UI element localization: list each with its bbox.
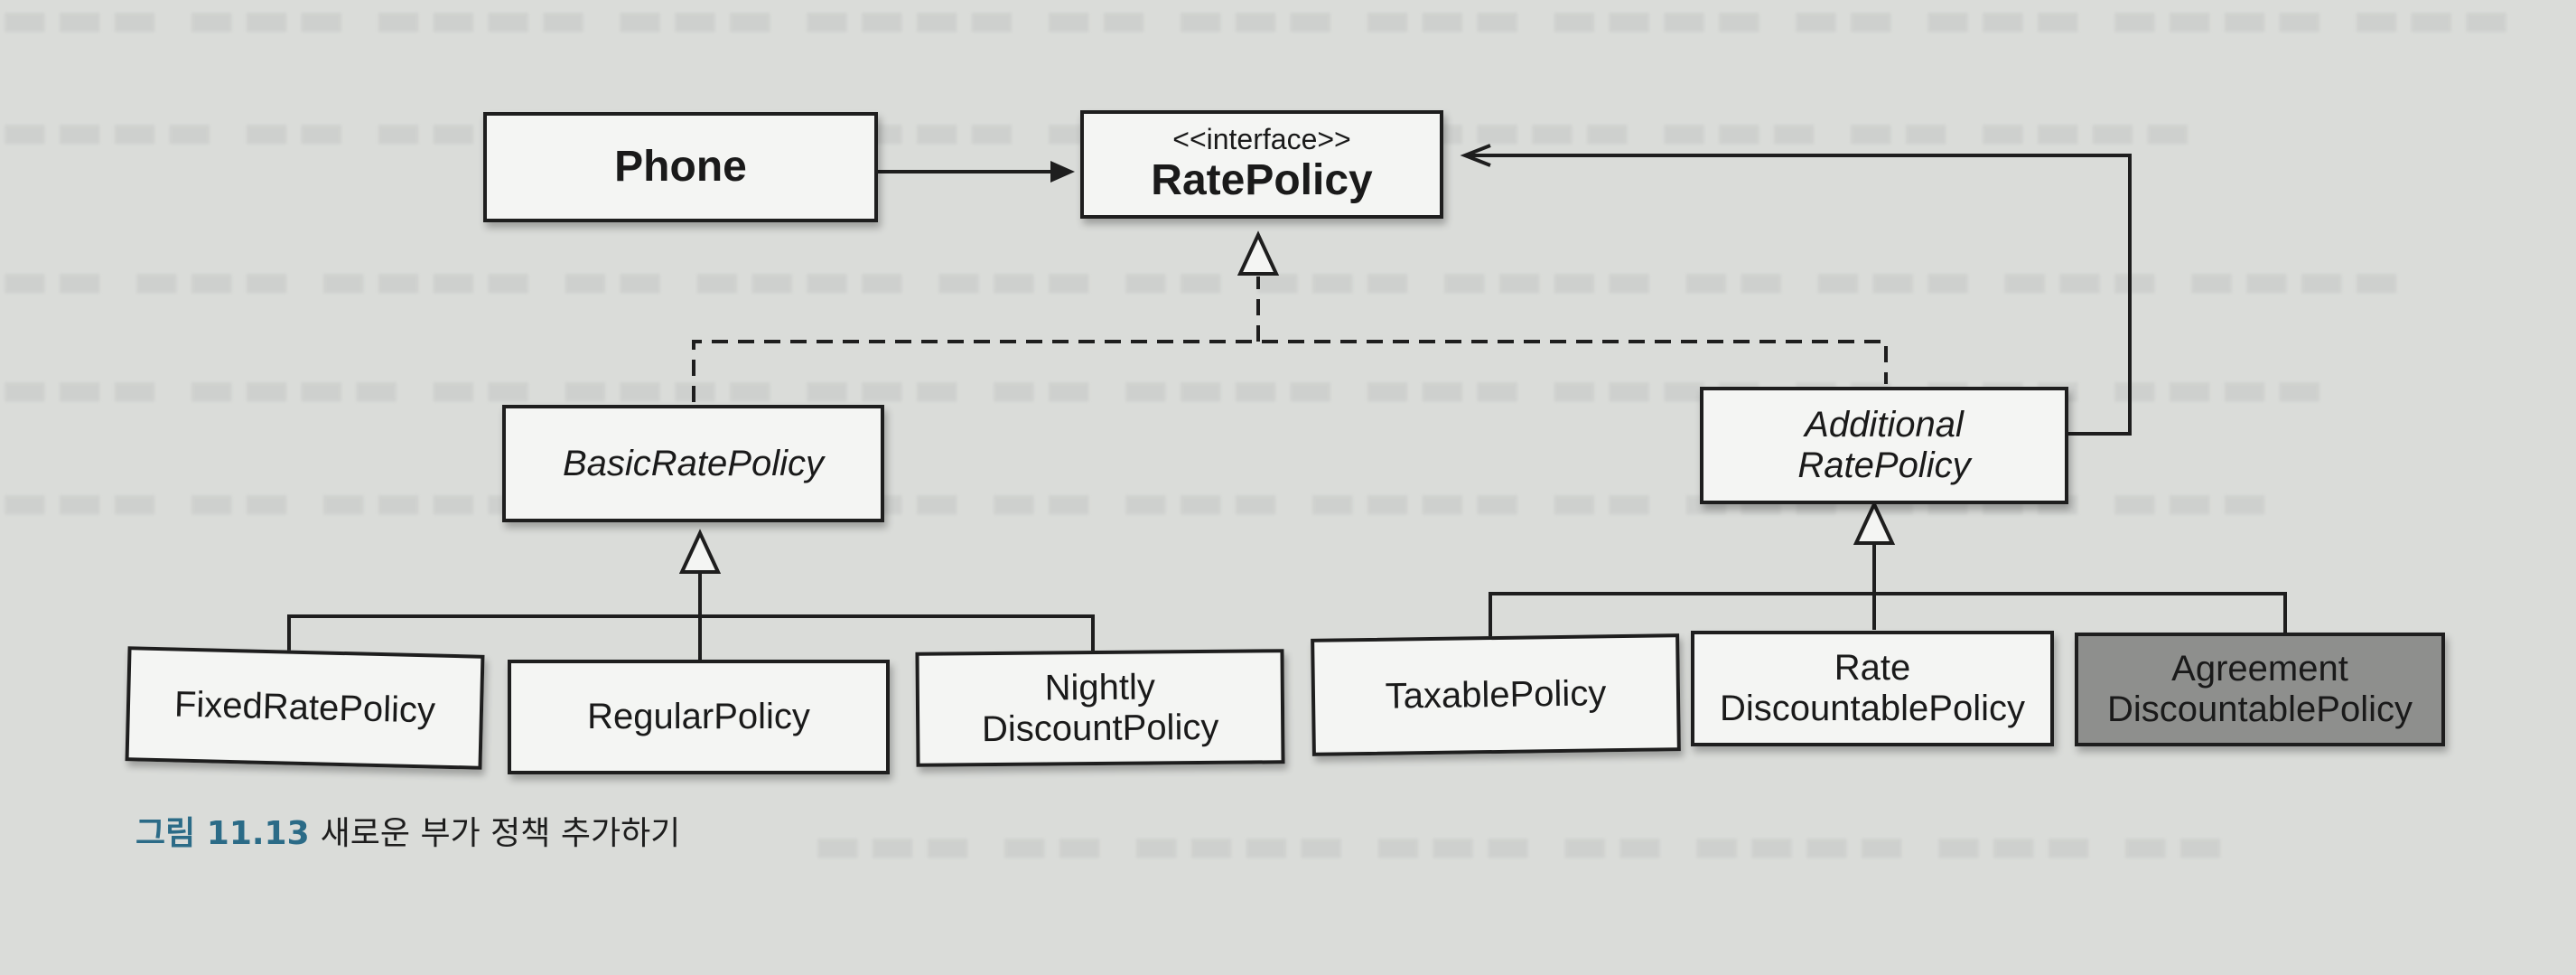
fixed-rate-policy-class-name: FixedRatePolicy: [173, 684, 436, 731]
basic-generalization-branch: [287, 614, 1095, 656]
taxable-policy-class-name: TaxablePolicy: [1385, 672, 1607, 717]
realization-triangle: [1237, 230, 1280, 276]
additional-arrowhead: [1460, 144, 1491, 167]
rate-discountable-policy-name-line2: DiscountablePolicy: [1720, 689, 2025, 728]
basic-generalization-triangle: [678, 529, 722, 574]
regular-policy-class-box: RegularPolicy: [508, 660, 890, 774]
taxable-policy-class-box: TaxablePolicy: [1311, 633, 1681, 756]
figure-caption-text: 새로운 부가 정책 추가하기: [320, 815, 681, 852]
phone-arrowhead: [1050, 161, 1075, 183]
nightly-discount-policy-class-box: Nightly DiscountPolicy: [915, 649, 1285, 767]
additional-rate-policy-name-line1: Additional: [1805, 405, 1964, 445]
additional-generalization-branch: [1489, 592, 2287, 639]
phone-class-box: Phone: [483, 112, 878, 222]
basic-rate-policy-class-name: BasicRatePolicy: [562, 443, 824, 483]
fixed-rate-policy-class-box: FixedRatePolicy: [125, 646, 485, 770]
nightly-discount-policy-name-line2: DiscountPolicy: [981, 707, 1219, 749]
show-through-text: ▬▬ ▬▬▬ ▬▬▬▬ ▬▬ ▬▬▬▬ ▬▬▬ ▬▬ ▬▬▬ ▬▬▬▬ ▬▬ ▬…: [0, 248, 2407, 310]
rate-discountable-policy-class-box: Rate DiscountablePolicy: [1691, 631, 2054, 746]
rate-policy-interface-box: <<interface>> RatePolicy: [1080, 110, 1443, 219]
additional-rate-policy-name-line2: RatePolicy: [1797, 445, 1971, 485]
additional-generalization-triangle: [1853, 500, 1896, 545]
agreement-discountable-policy-name-line1: Agreement: [2171, 649, 2348, 689]
show-through-text: ▬▬▬ ▬▬▬ ▬▬▬▬ ▬▬▬ ▬▬▬▬ ▬▬ ▬▬▬ ▬▬▬ ▬▬▬▬ ▬▬…: [0, 0, 2517, 49]
phone-class-name: Phone: [614, 143, 747, 192]
rate-discountable-policy-name-line1: Rate: [1834, 648, 1911, 689]
regular-policy-class-name: RegularPolicy: [587, 697, 810, 737]
nightly-discount-policy-name-line1: Nightly: [1044, 667, 1156, 708]
agreement-discountable-policy-class-box: Agreement DiscountablePolicy: [2075, 633, 2445, 746]
figure-caption-number: 그림 11.13: [135, 815, 310, 852]
rate-policy-class-name: RatePolicy: [1151, 156, 1373, 205]
realization-dashed-line: [692, 340, 1888, 402]
agreement-discountable-policy-name-line2: DiscountablePolicy: [2107, 689, 2413, 729]
interface-stereotype-label: <<interface>>: [1172, 123, 1351, 156]
additional-rate-policy-class-box: Additional RatePolicy: [1700, 387, 2068, 504]
show-through-text: ▬▬▬ ▬▬ ▬▬▬▬ ▬▬▬ ▬▬ ▬▬▬▬ ▬▬▬ ▬▬: [813, 813, 2231, 875]
additional-association-line: [1468, 154, 2132, 436]
figure-caption: 그림 11.13 새로운 부가 정책 추가하기: [135, 807, 680, 854]
basic-rate-policy-class-box: BasicRatePolicy: [502, 405, 884, 522]
